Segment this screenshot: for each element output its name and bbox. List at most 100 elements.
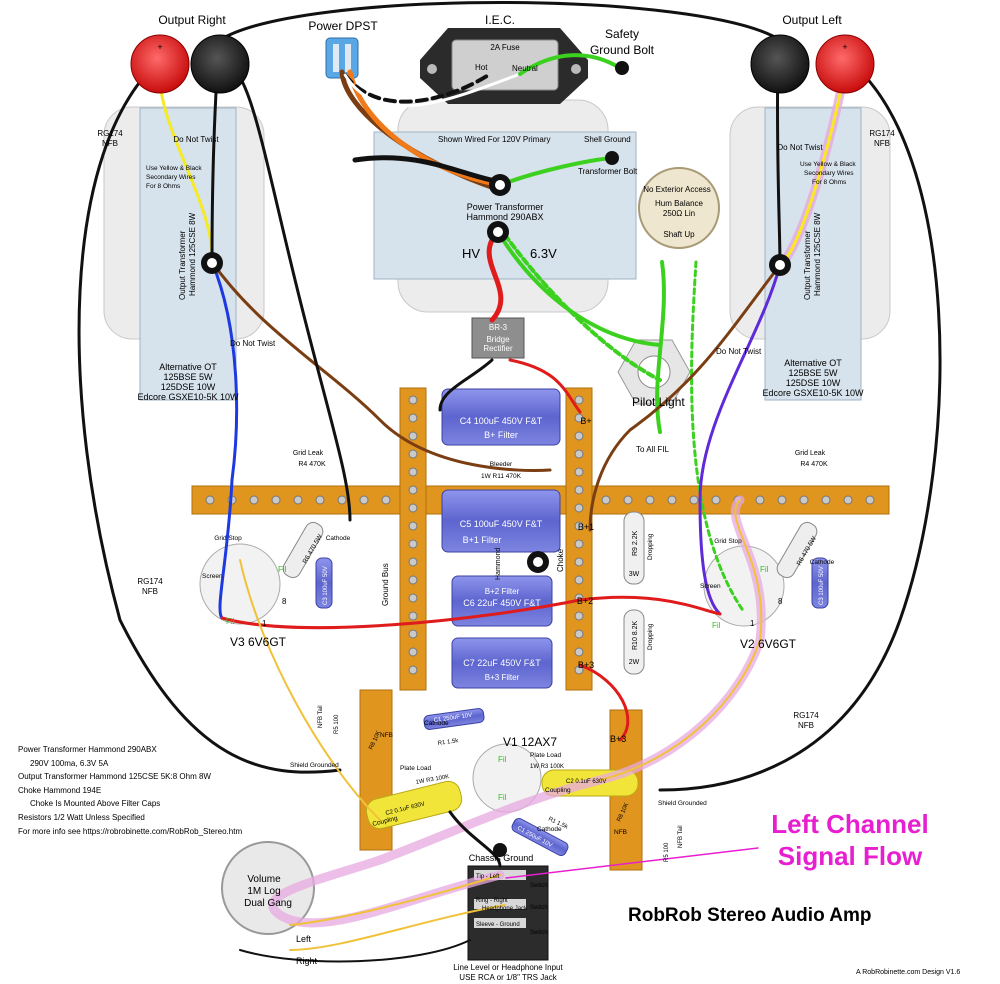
left-brown-bplus-wire xyxy=(588,263,782,532)
label-bleeder: Bleeder xyxy=(490,461,513,468)
label-alt-ot-r3: 125DSE 10W xyxy=(161,382,216,392)
label-bplus: B+ xyxy=(580,416,591,426)
eyelet xyxy=(821,495,831,505)
label-r9: R9 2.2K xyxy=(632,530,639,556)
label-sec-note-r1: Use Yellow & Black xyxy=(146,165,202,172)
label-transformer-bolt: Transformer Bolt xyxy=(578,167,638,176)
left-nfb-rg174 xyxy=(658,58,942,792)
right-nfb-rg174 xyxy=(77,58,342,774)
iec-screw-right xyxy=(571,64,581,74)
label-c3-v2: C3 100uF 50V xyxy=(819,566,825,605)
label-nfb-tail-right: NFB Tail xyxy=(318,705,324,728)
note-pt: Power Transformer Hammond 290ABX xyxy=(18,745,157,754)
label-shown-wired: Shown Wired For 120V Primary xyxy=(438,135,550,144)
label-to-all-fil: To All FIL xyxy=(636,445,669,454)
eyelet xyxy=(408,449,418,459)
eyelet xyxy=(359,495,369,505)
label-r5-left: R5 100 xyxy=(664,842,670,862)
label-no-exterior: No Exterior Access xyxy=(643,185,711,194)
label-ot-right-1: Output Transformer xyxy=(178,230,187,300)
eyelet xyxy=(574,557,584,567)
eyelet xyxy=(574,539,584,549)
label-c7: C7 22uF 450V F&T xyxy=(463,658,541,668)
label-ot-left-1: Output Transformer xyxy=(803,230,812,300)
chassis-ground-wire xyxy=(448,810,502,868)
eyelet xyxy=(408,467,418,477)
label-dropping-r10: Dropping xyxy=(647,623,654,650)
c4-filter-cap xyxy=(441,388,561,446)
left-input-wire xyxy=(289,874,501,926)
eyelet xyxy=(408,629,418,639)
hv-red-wire xyxy=(486,229,504,323)
label-sec-note-l1: Use Yellow & Black xyxy=(800,161,856,168)
build-notes: Power Transformer Hammond 290ABX 290V 10… xyxy=(18,743,242,838)
eyelet xyxy=(777,495,787,505)
left-channel-annotation: Left Channel Signal Flow xyxy=(760,808,940,872)
label-nfb-tail-left: NFB Tail xyxy=(678,825,684,848)
label-do-not-twist-l1: Do Not Twist xyxy=(777,143,823,152)
label-r3-left: 1W R3 100K xyxy=(530,764,564,770)
label-bplus3-filter: B+3 Filter xyxy=(485,673,520,682)
label-rg174-right-mid: RG174 xyxy=(137,577,163,586)
label-bridge: Bridge xyxy=(486,335,510,344)
annotation-line-1: Left Channel xyxy=(771,809,929,839)
label-iec: I.E.C. xyxy=(485,13,515,27)
label-r1-right: R1 1.5k xyxy=(437,738,459,747)
label-alt-ot-l3: 125DSE 10W xyxy=(786,378,841,388)
eyelet xyxy=(711,495,721,505)
label-r4-v2: R4 470K xyxy=(800,461,828,468)
label-ring-right: Ring - Right xyxy=(476,898,508,904)
label-vol-1m: 1M Log xyxy=(247,886,280,897)
label-bplus2: B+2 xyxy=(577,596,593,606)
eyelet xyxy=(271,495,281,505)
label-do-not-twist-r2: Do Not Twist xyxy=(230,339,276,348)
label-bplus2-filter: B+2 Filter xyxy=(485,587,520,596)
label-pt-2: Hammond 290ABX xyxy=(466,212,543,222)
label-2w: 2W xyxy=(629,659,640,666)
label-sleeve-ground: Sleeve - Ground xyxy=(476,922,520,928)
note-more-info: For more info see https://robrobinette.c… xyxy=(18,826,243,836)
shell-ground-wire xyxy=(498,156,614,187)
label-screen-v2: Screen xyxy=(700,583,721,590)
eyelet xyxy=(667,495,677,505)
label-r4-v3: R4 470K xyxy=(298,461,326,468)
label-alt-ot-r2: 125BSE 5W xyxy=(163,372,213,382)
eyelet xyxy=(315,495,325,505)
label-fil-v2-bot: Fil xyxy=(712,621,721,630)
jack-sleeve-lug xyxy=(474,918,526,928)
label-output-left: Output Left xyxy=(782,13,842,27)
transformer-bolt xyxy=(605,151,619,165)
v2-fil-wire xyxy=(690,260,746,614)
label-fil-v3-bot: Fil xyxy=(226,617,235,626)
eyelet xyxy=(408,575,418,585)
output-right-positive-terminal xyxy=(130,34,190,94)
eyelet xyxy=(843,495,853,505)
label-output-right: Output Right xyxy=(158,13,226,27)
label-chassis-ground: Chassis Ground xyxy=(469,853,534,863)
label-fuse: 2A Fuse xyxy=(490,43,520,52)
eyelet xyxy=(574,431,584,441)
label-alt-ot-l1: Alternative OT xyxy=(784,358,842,368)
label-hot: Hot xyxy=(475,63,488,72)
label-pilot-light: Pilot Light xyxy=(632,395,685,409)
label-volume: Volume xyxy=(247,874,281,885)
eyelet xyxy=(574,521,584,531)
label-plus-left: + xyxy=(842,42,847,52)
eyelet xyxy=(645,495,655,505)
label-c2-left: C2 0.1uF 630V xyxy=(566,779,606,785)
right-input-wire xyxy=(289,904,506,951)
right-output-transformer xyxy=(139,107,237,401)
label-fil-v1-top: Fil xyxy=(498,755,507,764)
label-bplus3: B+3 xyxy=(578,660,594,670)
eyelet xyxy=(293,495,303,505)
eyelet xyxy=(408,521,418,531)
label-pin8-v2: 8 xyxy=(778,597,783,606)
eyelet xyxy=(574,611,584,621)
eyelet xyxy=(574,503,584,513)
bridge-rectifier xyxy=(471,317,525,359)
label-plus-right: + xyxy=(157,42,162,52)
label-grid-stop-v3: Grid Stop xyxy=(214,535,242,542)
eyelet xyxy=(205,495,215,505)
eyelet xyxy=(249,495,259,505)
label-dual-gang: Dual Gang xyxy=(244,898,292,909)
